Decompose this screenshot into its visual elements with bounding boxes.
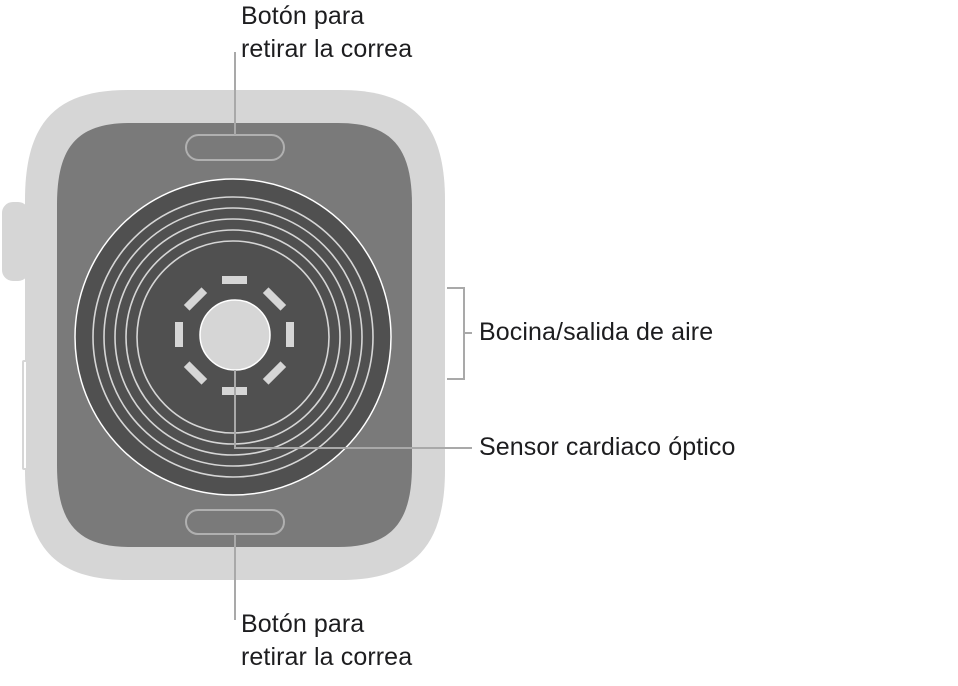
callout-line-1: Botón para (241, 2, 365, 30)
sensor-rings (92, 196, 374, 478)
callout-band-release-bottom: Botón para retirar la correa (241, 608, 412, 674)
callout-speaker-air-vent: Bocina/salida de aire (479, 318, 714, 346)
callout-optical-heart-sensor: Sensor cardiaco óptico (479, 433, 736, 461)
band-release-button-bottom (185, 509, 285, 535)
optical-heart-sensor (199, 299, 271, 371)
callout-line-2: retirar la correa (241, 35, 413, 63)
band-release-button-top (185, 134, 285, 161)
callout-band-release-top: Botón para retirar la correa (241, 0, 412, 66)
callout-line-1: Botón para (241, 610, 365, 638)
leader-lines (234, 52, 472, 620)
callout-line-2: retirar la correa (241, 643, 413, 671)
